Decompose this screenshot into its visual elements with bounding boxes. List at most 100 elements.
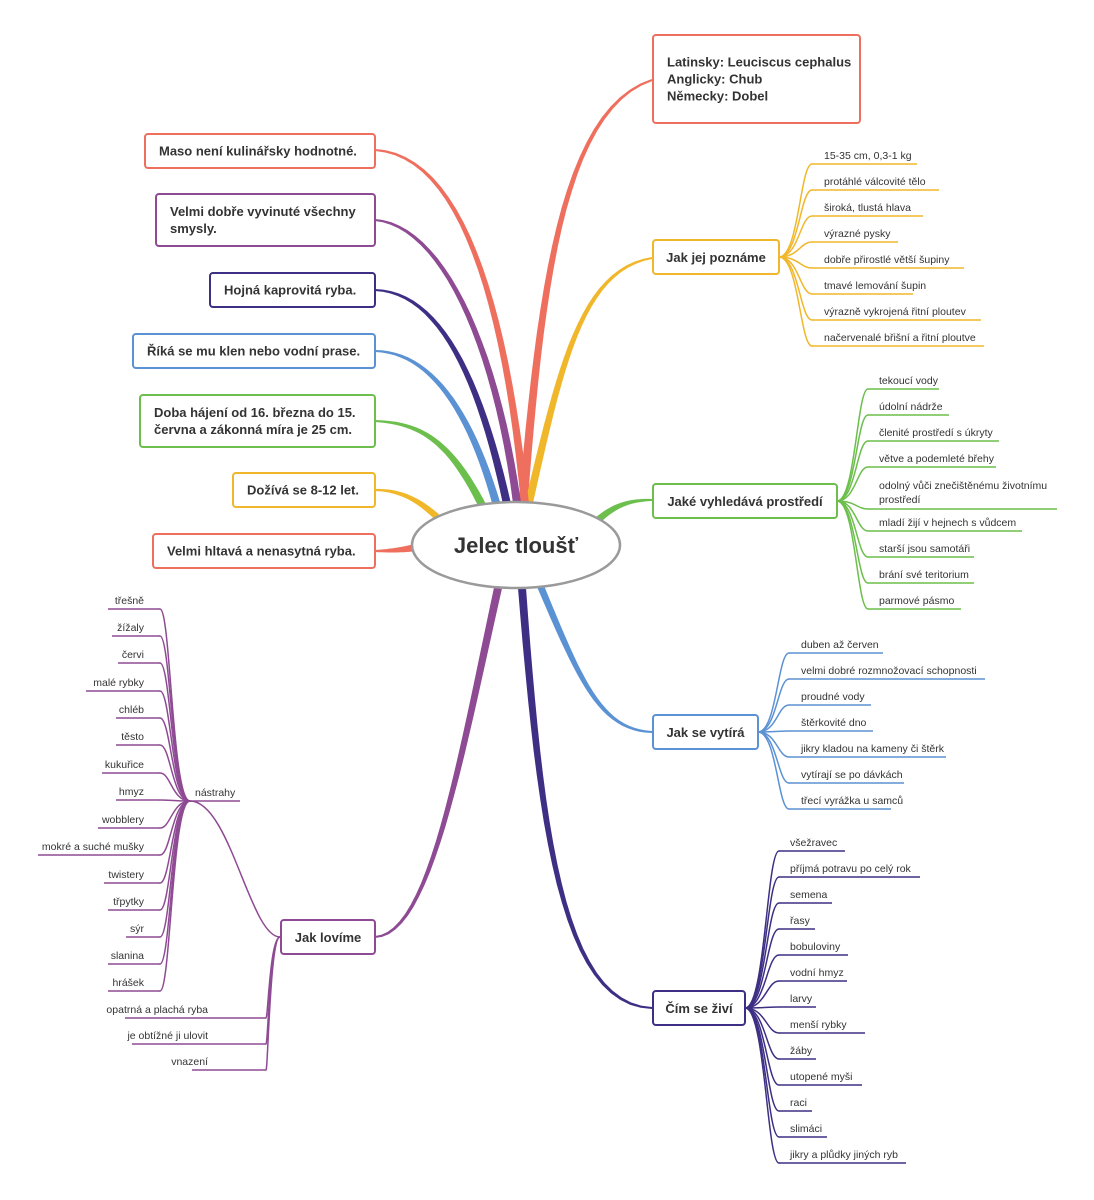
bait-leaf-label: červi <box>122 649 144 661</box>
habitat-leaf-link <box>836 466 869 502</box>
food-leaf-link <box>744 1007 780 1164</box>
branch-fact-6 <box>375 488 443 523</box>
bait-leaf-link <box>159 717 191 802</box>
spawn-leaf-label: štěrkovité dno <box>801 717 867 729</box>
habitat-leaf-label: větve a podemleté břehy <box>879 453 995 465</box>
habitat-leaf-label: parmové pásmo <box>879 595 954 607</box>
identify-leaf-label: výrazně vykrojená řitní ploutev <box>824 306 967 318</box>
food-leaf-label: slimáci <box>790 1123 822 1135</box>
habitat-leaf-label: členité prostředí s úkryty <box>879 427 994 439</box>
food-leaf-label: řasy <box>790 915 811 927</box>
fishing-sub-link <box>189 800 281 938</box>
fishing-sub-label: nástrahy <box>195 787 236 799</box>
fact-7-box[interactable] <box>152 533 376 569</box>
branch-food <box>518 587 652 1009</box>
spawn-leaf-link <box>757 652 790 733</box>
bait-leaf-label: sýr <box>130 923 145 935</box>
spawn-leaf-link <box>757 704 790 733</box>
food-leaf-label: všežravec <box>790 837 837 849</box>
names-node-box[interactable] <box>652 34 861 124</box>
bait-leaf-label: slanina <box>111 950 144 962</box>
bait-leaf-label: hmyz <box>119 786 144 798</box>
branch-fact-3 <box>375 289 511 505</box>
fact-2-label: Velmi dobře vyvinuté všechny <box>170 204 356 219</box>
habitat-node-label: Jaké vyhledává prostředí <box>667 494 823 509</box>
fact-4-label: Říká se mu klen nebo vodní prase. <box>147 344 360 359</box>
bait-leaf-label: třešně <box>115 595 144 607</box>
fact-4[interactable]: Říká se mu klen nebo vodní prase. <box>132 333 376 369</box>
branch-fact-4 <box>375 350 501 508</box>
fact-1[interactable]: Maso není kulinářsky hodnotné. <box>144 133 376 169</box>
spawn-leaf-link <box>757 731 790 758</box>
identify-leaf-label: 15-35 cm, 0,3-1 kg <box>824 150 912 162</box>
fact-2[interactable]: Velmi dobře vyvinuté všechny smysly. <box>155 193 376 247</box>
spawn-leaf-label: proudné vody <box>801 691 865 703</box>
other-leaf-label: je obtížné ji ulovit <box>126 1030 208 1042</box>
other-leaf-label: vnazení <box>171 1056 208 1068</box>
fact-5[interactable]: Doba hájení od 16. března do 15.června a… <box>139 394 376 448</box>
fact-6[interactable]: Dožívá se 8-12 let. <box>232 472 376 508</box>
food-leaf: všežravec příjmá potravu po celý rok semen… <box>744 837 920 1164</box>
other-leaf-link <box>265 936 281 1071</box>
central-topic-ellipse[interactable] <box>410 500 622 590</box>
branch-connectors <box>374 79 653 1009</box>
names-node-label: Latinsky: Leuciscus cephalus <box>667 55 851 70</box>
food-leaf-label: larvy <box>790 993 813 1005</box>
fact-4-box[interactable] <box>132 333 376 369</box>
bait-leaf-label: malé rybky <box>93 677 145 689</box>
food-leaf-label: příjmá potravu po celý rok <box>790 863 912 875</box>
fact-7[interactable]: Velmi hltavá a nenasytná ryba. <box>152 533 376 569</box>
food-leaf-link <box>744 850 780 1009</box>
bait-leaf-link <box>159 690 191 802</box>
names-node-label: Německy: Dobel <box>667 89 768 104</box>
fact-2-box[interactable] <box>155 193 376 247</box>
spawn-node-label: Jak se vytírá <box>666 725 745 740</box>
central-topic[interactable]: Jelec tloušť <box>410 500 622 590</box>
habitat-leaf-label: starší jsou samotáři <box>879 543 970 555</box>
other-leaf-link <box>265 936 281 1019</box>
fact-3[interactable]: Hojná kaprovitá ryba. <box>209 272 376 308</box>
identify-leaf-label: tmavé lemování šupin <box>824 280 926 292</box>
habitat-leaf-label: tekoucí vody <box>879 375 939 387</box>
identify-node-label: Jak jej poznáme <box>666 250 766 265</box>
fact-3-box[interactable] <box>209 272 376 308</box>
fact-5-box[interactable] <box>139 394 376 448</box>
fact-1-box[interactable] <box>144 133 376 169</box>
bait-leaf-label: třpytky <box>113 896 145 908</box>
spawn-leaf-label: duben až červen <box>801 639 879 651</box>
spawn-leaf-label: třecí vyrážka u samců <box>801 795 903 807</box>
spawn-leaf-label: velmi dobré rozmnožovací schopnosti <box>801 665 977 677</box>
identify-node[interactable]: Jak jej poznáme <box>652 239 780 275</box>
habitat-leaf-label: údolní nádrže <box>879 401 943 413</box>
bait-leaf-label: hrášek <box>112 977 144 989</box>
food-leaf-label: bobuloviny <box>790 941 841 953</box>
bait-leaf-label: žížaly <box>117 622 145 634</box>
identify-leaf-link <box>778 256 813 347</box>
food-leaf-link <box>744 876 780 1009</box>
food-node[interactable]: Čím se živí <box>652 990 746 1026</box>
fishing-node-box[interactable] <box>280 919 376 955</box>
fact-6-box[interactable] <box>232 472 376 508</box>
fact-2-label: smysly. <box>170 221 217 236</box>
bait-leaf-link <box>159 662 191 802</box>
bait-leaf-label: mokré a suché mušky <box>42 841 145 853</box>
food-leaf-label: semena <box>790 889 828 901</box>
bait-leaf-label: těsto <box>121 731 144 743</box>
bait-leaf-link <box>159 772 191 802</box>
food-leaf-label: žáby <box>790 1045 813 1057</box>
identify-leaf-label: výrazné pysky <box>824 228 891 240</box>
fact-5-label: Doba hájení od 16. března do 15. <box>154 405 356 420</box>
fishing-node[interactable]: Jak lovíme <box>280 919 376 955</box>
spawn-leaf-label: vytírají se po dávkách <box>801 769 903 781</box>
spawn-node[interactable]: Jak se vytírá <box>652 714 759 750</box>
branch-names <box>518 79 653 506</box>
identify-leaf-link <box>778 163 813 258</box>
food-leaf-label: utopené myši <box>790 1071 852 1083</box>
spawn-leaf: duben až červen velmi dobré rozmnožovací … <box>757 639 985 810</box>
food-leaf-label: vodní hmyz <box>790 967 844 979</box>
habitat-node[interactable]: Jaké vyhledává prostředí <box>652 483 838 519</box>
identify-leaf-label: načervenalé břišní a řitní ploutve <box>824 332 976 344</box>
